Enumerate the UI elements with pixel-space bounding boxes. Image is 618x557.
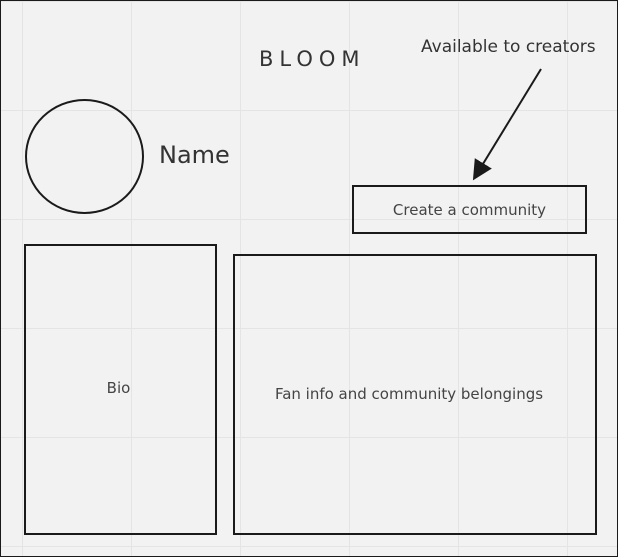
fan-info-panel: Fan info and community belongings [233,254,597,535]
fan-info-label: Fan info and community belongings [274,384,544,403]
creator-note: Available to creators [421,37,596,57]
avatar[interactable] [25,99,144,214]
bio-label: Bio [106,378,131,397]
create-community-button[interactable]: Create a community [352,185,587,234]
app-title: BLOOM [259,47,366,71]
profile-name: Name [159,141,230,169]
bio-panel: Bio [24,244,217,535]
